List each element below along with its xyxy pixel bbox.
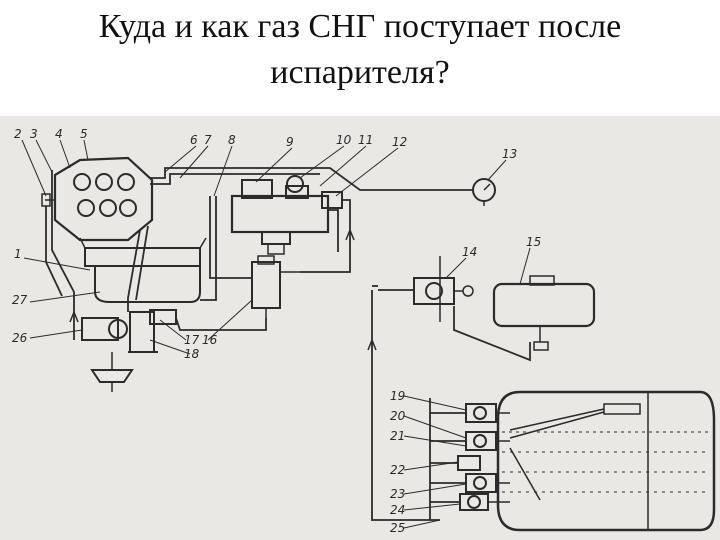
callout-17: 17 xyxy=(184,333,200,347)
callout-6: 6 xyxy=(190,133,198,147)
callout-25: 25 xyxy=(390,521,405,535)
carburettor-assembly xyxy=(79,237,207,303)
callout-3: 3 xyxy=(30,127,38,141)
callout-16: 16 xyxy=(202,333,218,347)
main-valve xyxy=(413,256,474,322)
mixer-and-valves xyxy=(81,309,177,392)
engine-block xyxy=(41,156,154,242)
callout-18: 18 xyxy=(184,347,200,361)
callout-2: 2 xyxy=(14,127,22,141)
callout-11: 11 xyxy=(358,133,373,147)
callout-13: 13 xyxy=(502,147,517,161)
diagram-svg: 2 3 4 5 6 7 8 9 10 11 12 13 14 15 1 27 2… xyxy=(12,127,716,535)
callout-12: 12 xyxy=(392,135,407,149)
callout-26: 26 xyxy=(12,331,28,345)
gas-lines xyxy=(45,167,531,521)
callout-9: 9 xyxy=(286,135,294,149)
callout-5: 5 xyxy=(80,127,88,141)
gas-reducer xyxy=(230,175,343,255)
callout-4: 4 xyxy=(55,127,63,141)
petrol-tank xyxy=(492,275,596,351)
pressure-gauge xyxy=(472,178,496,206)
callout-21: 21 xyxy=(390,429,405,443)
callout-7: 7 xyxy=(204,133,212,147)
callout-19: 19 xyxy=(390,389,405,403)
callout-22: 22 xyxy=(390,463,405,477)
callout-14: 14 xyxy=(462,245,477,259)
callout-15: 15 xyxy=(526,235,541,249)
lpg-system-diagram: 2 3 4 5 6 7 8 9 10 11 12 13 14 15 1 27 2… xyxy=(0,116,720,540)
leader-lines xyxy=(21,139,531,529)
title-line-2: испарителя? xyxy=(270,54,450,91)
callout-23: 23 xyxy=(390,487,405,501)
lpg-cylinder xyxy=(496,390,716,532)
gas-filter xyxy=(251,255,300,318)
cylinder-valves xyxy=(457,403,510,511)
callout-27: 27 xyxy=(12,293,28,307)
callout-10: 10 xyxy=(336,133,352,147)
title-line-1: Куда и как газ СНГ поступает после xyxy=(98,8,622,45)
callout-24: 24 xyxy=(390,503,405,517)
slide-title: Куда и как газ СНГ поступает после испар… xyxy=(0,4,720,96)
callout-1: 1 xyxy=(14,247,22,261)
callout-20: 20 xyxy=(390,409,406,423)
callout-labels: 2 3 4 5 6 7 8 9 10 11 12 13 14 15 1 27 2… xyxy=(12,127,541,535)
callout-8: 8 xyxy=(228,133,236,147)
